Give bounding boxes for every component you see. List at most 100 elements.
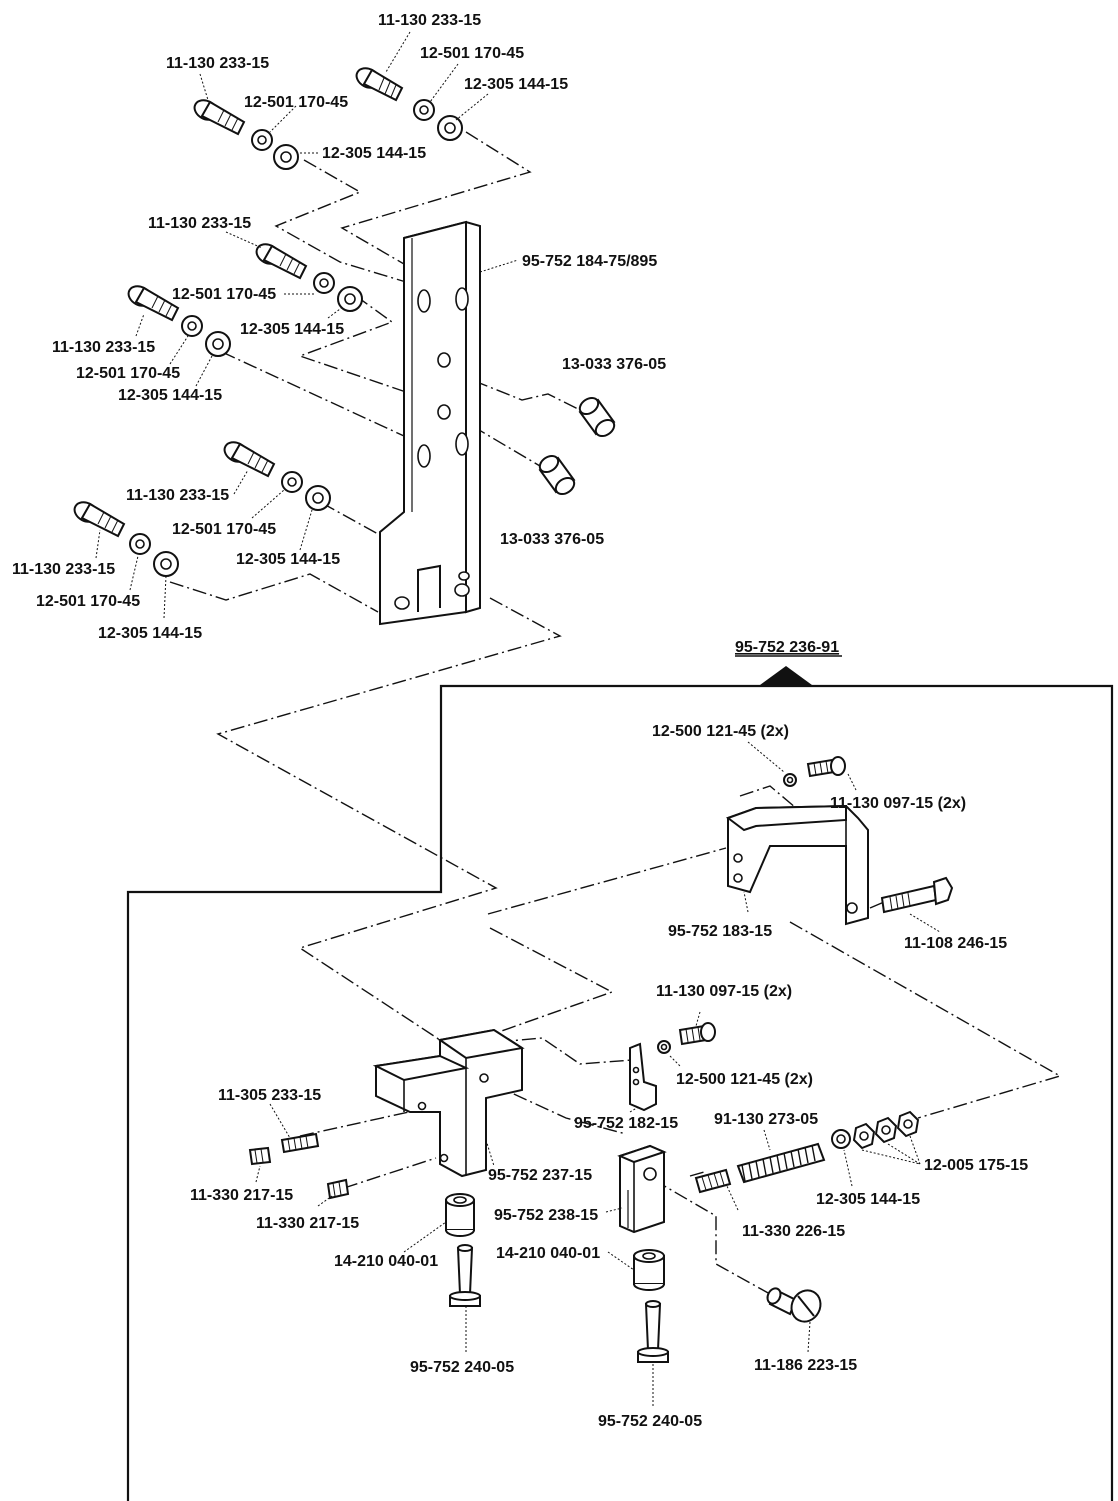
assembly-number: 95-752 236-91 — [735, 639, 839, 656]
label-set-screw: 11-330 217-15 — [256, 1215, 359, 1232]
washer-icon — [153, 551, 179, 577]
bushing-icon — [633, 1249, 665, 1291]
hex-nut-icon — [896, 1110, 920, 1138]
washer-icon — [205, 331, 231, 357]
assembly-line — [497, 1037, 633, 1065]
small-plate-icon — [629, 1042, 657, 1112]
spring-icon — [736, 1142, 826, 1184]
assembly-line — [869, 901, 885, 909]
label-set-screw-b: 11-330 226-15 — [742, 1223, 845, 1240]
label-screw: 11-130 233-15 — [378, 12, 481, 29]
label-washer: 12-305 144-15 — [464, 76, 568, 93]
assembly-line — [451, 413, 541, 467]
bracket-icon — [725, 804, 869, 926]
assembly-line — [491, 1083, 627, 1135]
label-washer-2x: 12-500 121-45 (2x) — [676, 1071, 813, 1088]
assembly-line — [475, 927, 614, 1041]
assembly-line — [789, 921, 1062, 1119]
assembly-line — [689, 1171, 705, 1177]
label-stud: 95-752 240-05 — [410, 1359, 514, 1376]
label-washer: 12-305 144-15 — [240, 321, 344, 338]
assembly-line — [216, 597, 562, 1041]
block-icon — [372, 1028, 525, 1178]
label-bracket: 95-752 183-15 — [668, 923, 772, 940]
washer-icon — [305, 485, 331, 511]
assembly-line — [221, 351, 405, 437]
cap-screw-icon — [127, 285, 180, 322]
label-lock-washer: 12-501 170-45 — [172, 286, 276, 303]
washer-icon — [337, 286, 363, 312]
label-block: 95-752 237-15 — [488, 1167, 592, 1184]
label-slider: 95-752 238-15 — [494, 1207, 598, 1224]
assembly-line — [274, 159, 407, 283]
label-bushing: 14-210 040-01 — [334, 1253, 438, 1270]
small-washer-icon — [783, 773, 797, 787]
washer-icon — [273, 144, 299, 170]
assembly-line — [653, 1179, 771, 1295]
label-screw: 11-130 233-15 — [126, 487, 229, 504]
cap-screw-icon — [193, 99, 246, 136]
label-screw: 11-130 233-15 — [148, 215, 251, 232]
label-screw-2x: 11-130 097-15 (2x) — [830, 795, 966, 812]
stud-icon — [637, 1300, 669, 1363]
set-screw-icon — [326, 1178, 350, 1200]
bushing-icon — [445, 1193, 475, 1237]
label-pin: 13-033 376-05 — [562, 356, 666, 373]
cap-screw-icon — [678, 1022, 716, 1046]
label-set-screw: 11-330 217-15 — [190, 1187, 293, 1204]
label-plate: 95-752 184-75/895 — [522, 253, 657, 270]
assembly-line — [343, 1157, 437, 1189]
lock-washer-icon — [413, 99, 435, 121]
assembly-line — [487, 847, 727, 915]
label-washer-2x: 12-500 121-45 (2x) — [652, 723, 789, 740]
lock-washer-icon — [281, 471, 303, 493]
label-screw-2x: 11-130 097-15 (2x) — [656, 983, 792, 1000]
leader-lines — [95, 31, 941, 1406]
label-washer: 12-305 144-15 — [816, 1191, 920, 1208]
set-screw-icon — [280, 1132, 320, 1154]
label-washer: 12-305 144-15 — [236, 551, 340, 568]
label-small-plate: 95-752 182-15 — [574, 1115, 678, 1132]
label-spring: 91-130 273-05 — [714, 1111, 818, 1128]
label-bushing: 14-210 040-01 — [496, 1245, 600, 1262]
lock-washer-icon — [129, 533, 151, 555]
hex-nut-icon — [852, 1122, 876, 1150]
label-lock-washer: 12-501 170-45 — [420, 45, 524, 62]
lock-washer-icon — [313, 272, 335, 294]
assembly-line — [297, 295, 407, 393]
lock-washer-icon — [181, 315, 203, 337]
label-set-screw-long: 11-305 233-15 — [218, 1087, 321, 1104]
label-washer: 12-305 144-15 — [98, 625, 202, 642]
set-screw-icon — [694, 1168, 732, 1194]
assembly-pointer-triangle — [760, 666, 812, 685]
cap-screw-icon — [806, 756, 846, 778]
shoulder-screw-icon — [766, 1287, 822, 1323]
cap-screw-icon — [355, 67, 404, 102]
assembly-line — [321, 502, 379, 535]
cap-screw-icon — [255, 243, 308, 280]
hex-nut-icon — [874, 1116, 898, 1144]
label-bolt: 11-108 246-15 — [904, 935, 1007, 952]
stud-icon — [449, 1244, 481, 1307]
label-shoulder-screw: 11-186 223-15 — [754, 1357, 857, 1374]
cap-screw-icon — [223, 441, 276, 478]
label-washer: 12-305 144-15 — [322, 145, 426, 162]
label-screw: 11-130 233-15 — [12, 561, 115, 578]
label-screw: 11-130 233-15 — [166, 55, 269, 72]
washer-icon — [831, 1129, 851, 1149]
lock-washer-icon — [251, 129, 273, 151]
label-pin: 13-033 376-05 — [500, 531, 604, 548]
label-washer: 12-305 144-15 — [118, 387, 222, 404]
dowel-pin-icon — [578, 396, 616, 438]
small-washer-icon — [657, 1040, 671, 1054]
label-lock-washer: 12-501 170-45 — [244, 94, 348, 111]
slider-icon — [617, 1144, 667, 1234]
label-stud: 95-752 240-05 — [598, 1413, 702, 1430]
label-lock-washer: 12-501 170-45 — [36, 593, 140, 610]
bolt-icon — [880, 876, 954, 914]
cap-screw-icon — [73, 501, 126, 538]
assembly-frame — [126, 684, 1114, 1501]
assembly-line — [739, 785, 797, 809]
assembly-line — [340, 131, 532, 265]
